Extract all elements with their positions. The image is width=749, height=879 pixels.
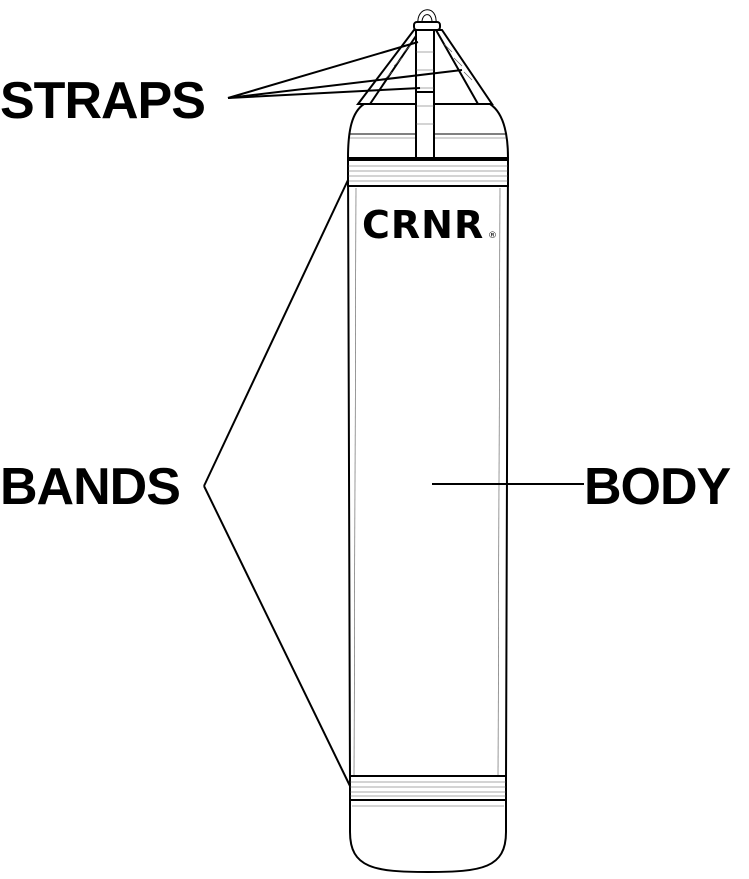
label-body: BODY — [584, 458, 731, 516]
logo-registered-mark: ® — [488, 231, 497, 241]
bag-body — [346, 157, 510, 783]
bag-body-outline — [346, 157, 510, 783]
straps-leader-2 — [227, 69, 463, 99]
label-bands: BANDS — [0, 458, 180, 516]
bag-bottom-cap — [349, 799, 507, 874]
logo-text: CRNR — [362, 203, 484, 247]
bands-leader-bottom — [203, 485, 351, 787]
bottom-band — [349, 775, 507, 801]
top-band — [347, 159, 509, 187]
swivel-hook — [417, 9, 437, 25]
bands-leader-top — [203, 179, 349, 487]
swivel-ring — [413, 21, 441, 31]
right-strap — [434, 29, 494, 105]
straps-leader-1 — [227, 41, 419, 99]
label-straps: STRAPS — [0, 72, 205, 130]
bag-top-cap — [346, 91, 510, 159]
straps-leader-3 — [227, 87, 421, 99]
left-strap — [355, 29, 422, 105]
brand-logo: CRNR ® — [362, 203, 497, 247]
leader-lines — [203, 41, 584, 787]
